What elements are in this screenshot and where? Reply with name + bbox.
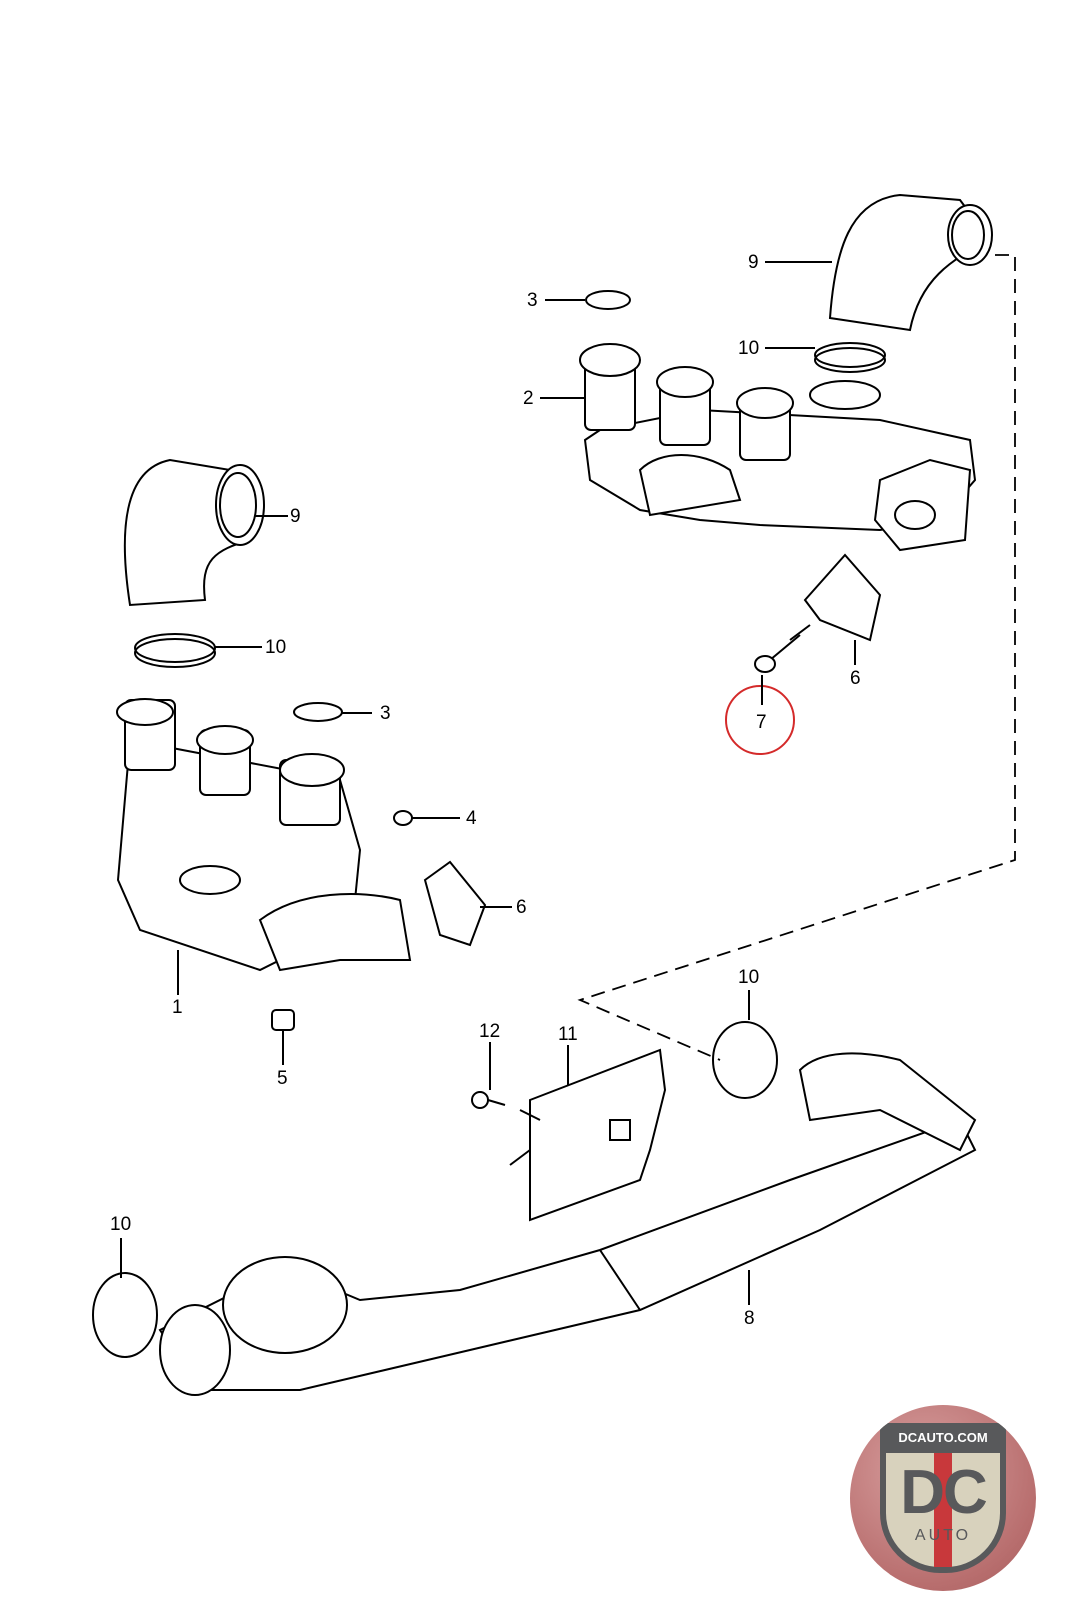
callout-10-right: 10 <box>738 338 759 359</box>
part-8-exhaust-pipe <box>158 1052 977 1396</box>
part-10-clamp-left <box>134 633 216 668</box>
part-9-elbow-pipe-right <box>828 193 993 332</box>
callout-9-right: 9 <box>748 252 759 273</box>
part-6-gasket-right <box>803 553 882 642</box>
callout-10-bottom: 10 <box>110 1214 131 1235</box>
callout-12: 12 <box>479 1021 500 1042</box>
callout-11: 11 <box>558 1024 578 1045</box>
callout-1: 1 <box>172 997 183 1018</box>
callout-6-left: 6 <box>516 897 527 918</box>
callout-leaders <box>120 261 856 1305</box>
callout-6-right: 6 <box>850 668 861 689</box>
callout-8: 8 <box>744 1308 755 1329</box>
callout-7: 7 <box>756 712 767 733</box>
callout-10-left: 10 <box>265 637 286 658</box>
part-5-spacer <box>271 1009 295 1031</box>
part-11-heat-shield-bracket <box>509 1048 667 1222</box>
callout-2: 2 <box>523 388 534 409</box>
logo-bottom-text: AUTO <box>914 1527 972 1544</box>
part-3-seal-ring-right <box>585 290 631 310</box>
logo-red-stripe <box>934 1429 952 1567</box>
part-10-clamp-middle <box>712 1021 778 1099</box>
part-10-clamp-right <box>814 342 886 373</box>
highlight-circle-part-7 <box>725 685 795 755</box>
logo-shield: DCAUTO.COM DC AUTO <box>880 1423 1006 1573</box>
callout-3-left: 3 <box>380 703 391 724</box>
part-6-gasket-left <box>423 860 487 947</box>
part-7-bolt <box>754 624 811 673</box>
dcauto-logo: DCAUTO.COM DC AUTO <box>850 1405 1036 1591</box>
assembly-line <box>577 254 1016 1061</box>
part-9-elbow-pipe-left <box>123 458 265 607</box>
callout-4: 4 <box>466 808 477 829</box>
part-10-clamp-bottom <box>92 1272 158 1358</box>
part-2-manifold-right <box>579 343 977 552</box>
part-1-manifold-left <box>116 698 412 972</box>
logo-main-text: DC <box>900 1458 988 1527</box>
callout-5: 5 <box>277 1068 288 1089</box>
logo-top-text: DCAUTO.COM <box>880 1423 1006 1453</box>
callout-9-left: 9 <box>290 506 301 527</box>
callout-10-middle: 10 <box>738 967 759 988</box>
part-3-seal-ring-left <box>293 702 343 722</box>
callout-3-right: 3 <box>527 290 538 311</box>
part-4-nut <box>393 810 413 826</box>
part-12-bolt <box>471 1091 541 1121</box>
